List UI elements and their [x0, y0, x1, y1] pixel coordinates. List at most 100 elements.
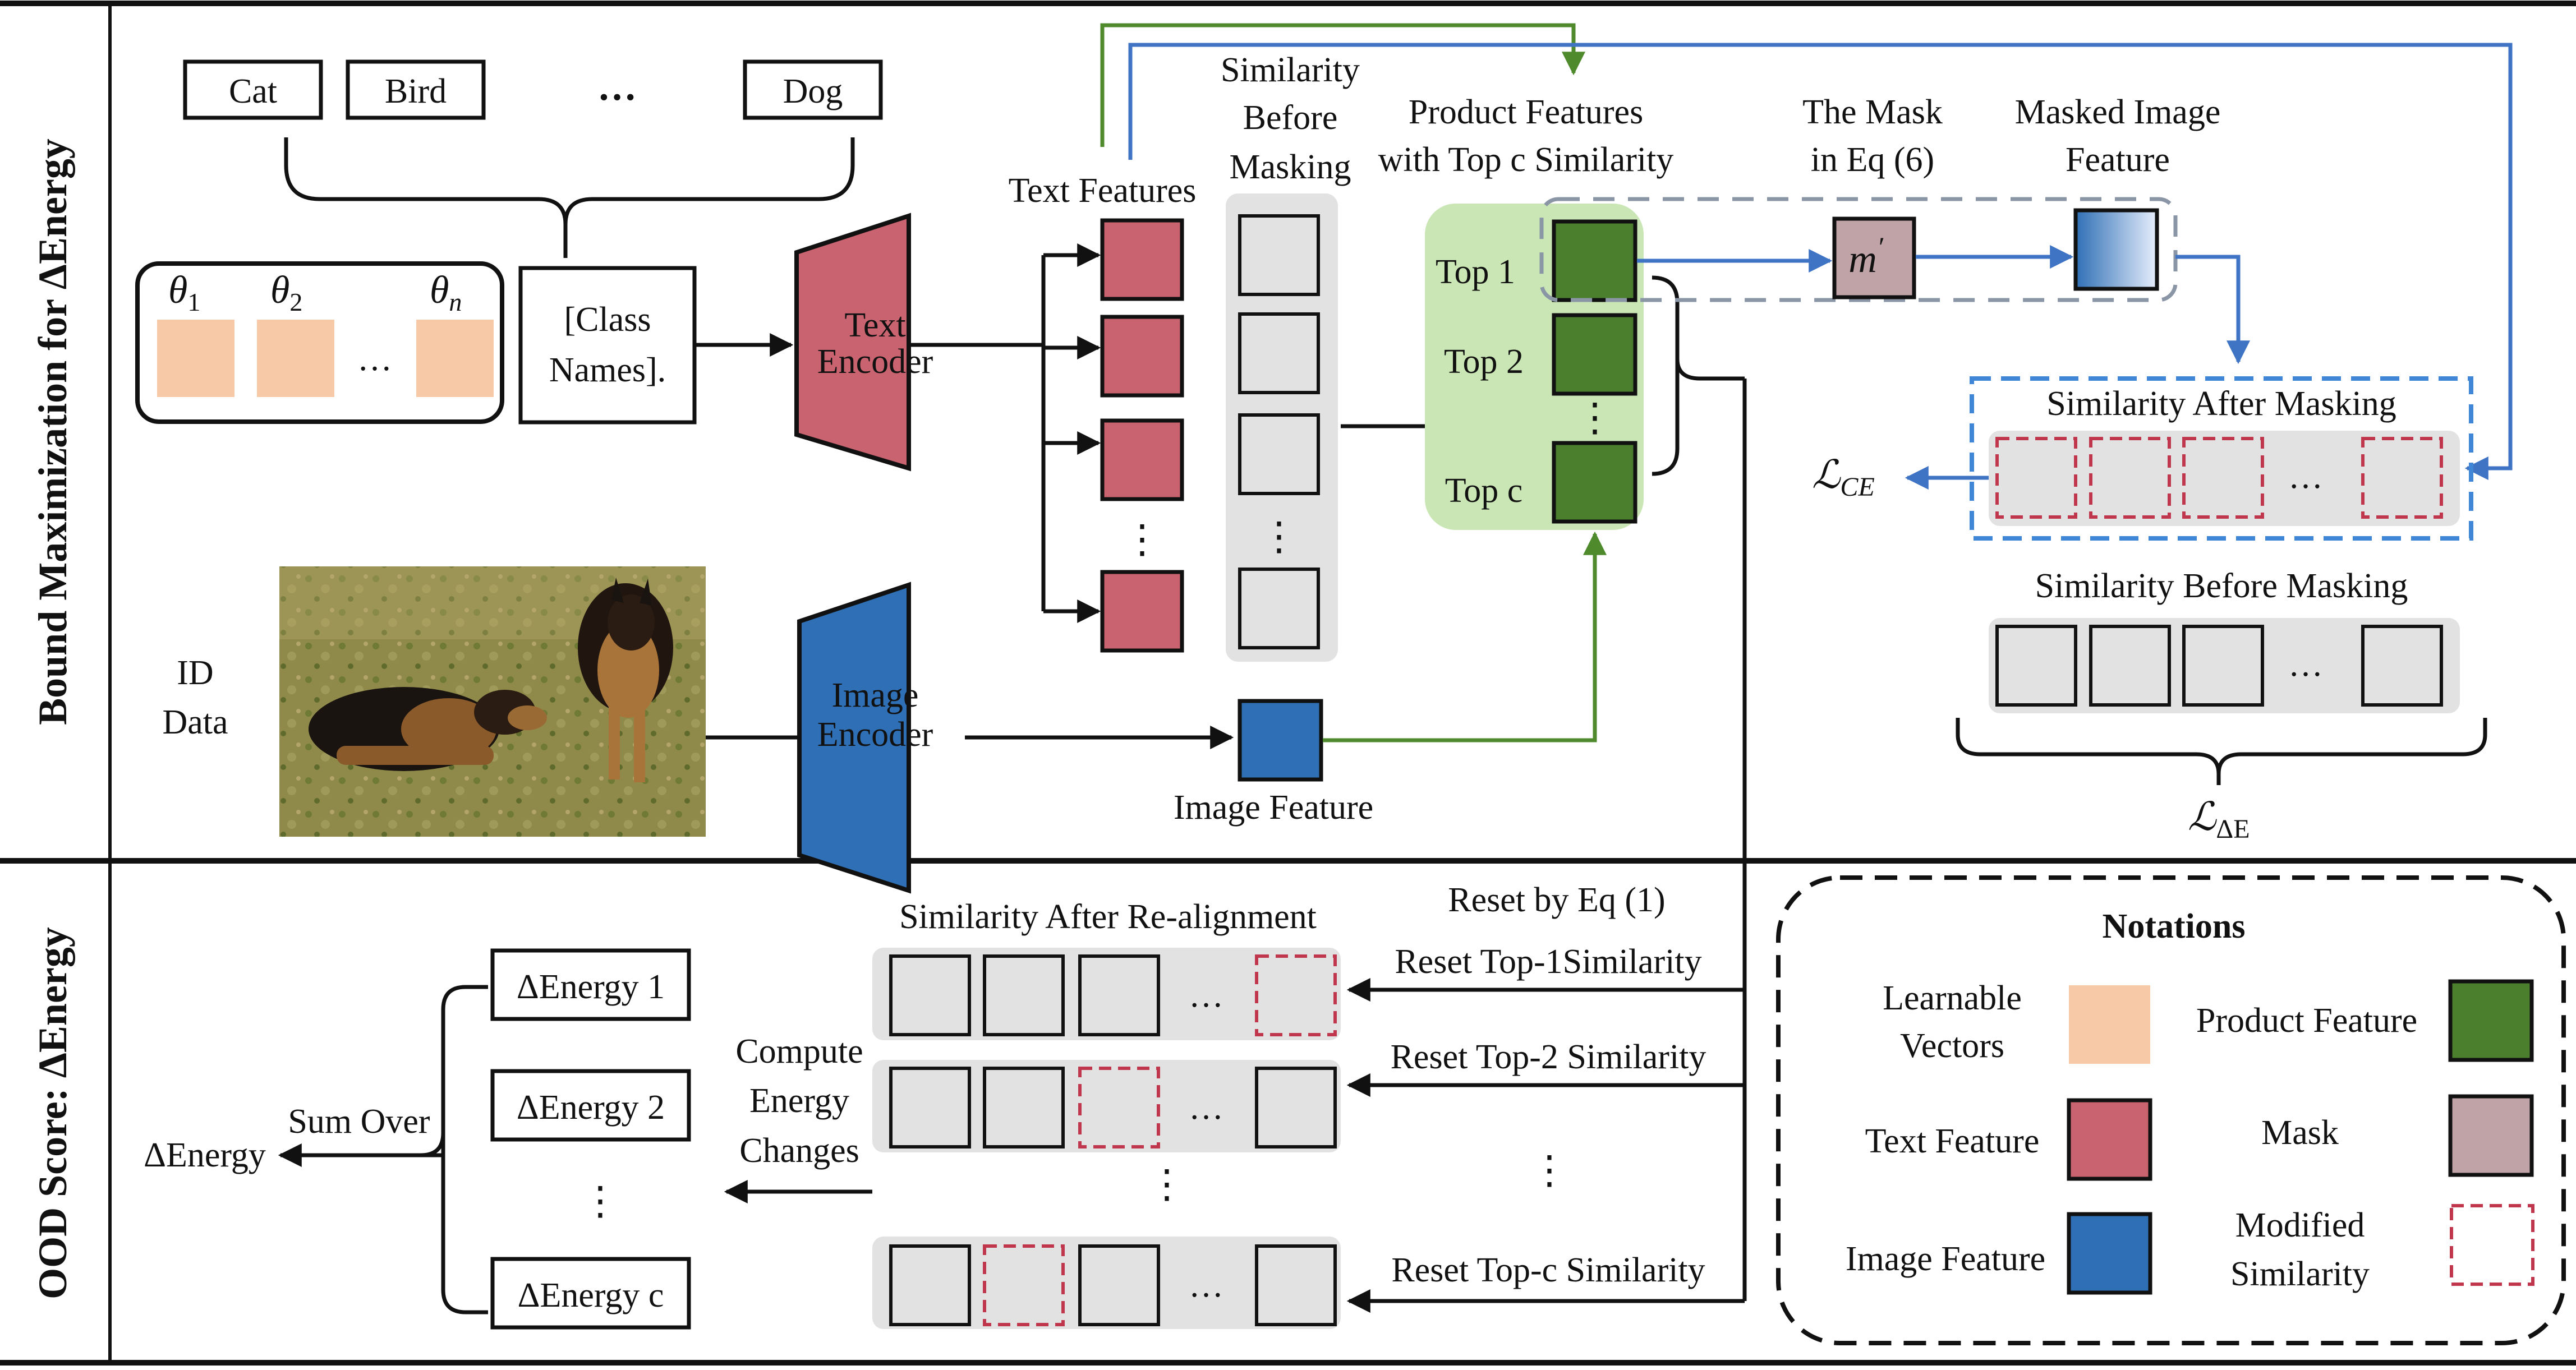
masked-label-line2: Feature	[2066, 141, 2170, 179]
text-features-label: Text Features	[1009, 172, 1197, 210]
realign-row1-cell-2	[983, 954, 1065, 1036]
id-data-image	[279, 566, 706, 837]
sim-before-cell-3	[1238, 413, 1320, 495]
text-feature-3	[1100, 418, 1184, 501]
energy-2-label: ΔEnergy 2	[517, 1088, 665, 1127]
top1-label: Top 1	[1436, 253, 1515, 291]
svg-text:ℒCE: ℒCE	[1812, 454, 1875, 502]
realign-rowc-ellipsis: …	[1189, 1266, 1223, 1304]
top2-label: Top 2	[1444, 343, 1524, 381]
text-encoder-line1: Text	[844, 306, 905, 344]
class-dog-label: Dog	[783, 72, 843, 110]
compute-line1: Compute	[735, 1032, 863, 1071]
text-feature-fanout	[1041, 243, 1101, 623]
text-encoder-line2: Encoder	[817, 343, 933, 381]
sim-before-row-ellipsis: …	[2288, 645, 2323, 684]
loss-de-sub: ΔE	[2216, 814, 2250, 844]
legend-modified-swatch	[2450, 1204, 2534, 1286]
realign-vdots: ⋮	[1147, 1163, 1186, 1206]
masked-label-line1: Masked Image	[2015, 93, 2221, 131]
class-brace	[284, 137, 855, 258]
image-encoder: Image Encoder	[797, 582, 933, 894]
product-brace	[1652, 275, 1745, 476]
mask-box	[1832, 216, 1916, 299]
product-label-line2: with Top c Similarity	[1378, 141, 1674, 179]
learnable-vector-1	[157, 320, 234, 397]
mask-prime: ′	[1877, 231, 1884, 262]
energy-box-c: ΔEnergy c	[490, 1257, 691, 1330]
text-feature-n	[1100, 570, 1184, 653]
class-dog-box: Dog	[743, 59, 883, 120]
sim-after-cell-1	[1995, 437, 2077, 519]
realign-rowc-cell-3	[1078, 1244, 1160, 1326]
section-title-top: Bound Maximization for ΔEnergy	[30, 139, 75, 725]
realign-rowc-cell-2	[983, 1244, 1065, 1326]
text-feature-1	[1100, 218, 1184, 301]
image-feature-label: Image Feature	[1174, 788, 1373, 827]
product-vdots: ⋮	[1575, 396, 1614, 440]
theta-2-symbol: θ	[270, 269, 289, 312]
realign-rowc-cell-n	[1255, 1244, 1337, 1326]
legend-learnable-line1: Learnable	[1883, 979, 2022, 1017]
section-title-bottom: OOD Score: ΔEnergy	[30, 927, 75, 1299]
legend-mask-swatch	[2448, 1094, 2534, 1177]
image-feature-box	[1238, 699, 1323, 782]
id-data-label-line2: Data	[162, 703, 228, 741]
sim-before-label-line1: Similarity	[1221, 51, 1360, 89]
delta-energy-output: ΔEnergy	[144, 1136, 266, 1174]
realign-row1-cell-1	[889, 954, 971, 1036]
theta-n-sub: n	[449, 288, 462, 316]
class-bird-label: Bird	[385, 72, 447, 110]
class-names-line2: Names].	[549, 351, 666, 389]
sim-before-vdots: ⋮	[1259, 515, 1299, 559]
legend-text-feature-swatch	[2067, 1098, 2152, 1181]
realign-row2-ellipsis: …	[1189, 1088, 1223, 1127]
realign-row1-cell-n	[1255, 954, 1337, 1036]
sim-before-row-cell-3	[2182, 625, 2264, 707]
mask-dashed-region	[1539, 197, 2178, 302]
sim-before-row-cell-n	[2361, 625, 2443, 707]
sim-after-ellipsis: …	[2288, 458, 2323, 496]
product-feature-top1	[1552, 219, 1637, 302]
reset-top1-label: Reset Top-1Similarity	[1395, 943, 1701, 981]
sim-before-label-line3: Masking	[1230, 148, 1351, 186]
green-arrow-text-to-product	[1100, 23, 1585, 147]
loss-ce-symbol: ℒ	[1812, 454, 1841, 497]
legend-image-feature-swatch	[2067, 1212, 2152, 1295]
product-feature-topc	[1552, 441, 1637, 524]
energy-vdots: ⋮	[581, 1180, 620, 1223]
legend-text-feature-label: Text Feature	[1865, 1122, 2040, 1160]
svg-text:m′: m′	[1848, 231, 1884, 281]
blue-arrow-text-to-after	[1128, 43, 2513, 480]
svg-text:θ1: θ1	[168, 269, 200, 316]
sum-over-label: Sum Over	[288, 1103, 430, 1141]
sim-after-cell-n	[2361, 437, 2443, 519]
sim-before-cell-2	[1238, 312, 1320, 394]
sim-after-masking-label: Similarity After Masking	[2046, 385, 2396, 423]
sim-before-row-cell-1	[1995, 625, 2077, 707]
text-encoder: Text Encoder	[794, 213, 933, 472]
sim-before-masking-label: Similarity Before Masking	[2035, 567, 2408, 605]
mask-label-line2: in Eq (6)	[1811, 141, 1934, 179]
class-cat-label: Cat	[229, 72, 277, 110]
legend-image-feature-label: Image Feature	[1846, 1240, 2045, 1278]
energy-1-label: ΔEnergy 1	[517, 968, 665, 1006]
class-ellipsis: …	[597, 66, 637, 109]
class-names-token-box: [Class Names].	[518, 266, 697, 425]
masked-image-feature-box	[2073, 208, 2159, 291]
class-bird-box: Bird	[346, 59, 486, 120]
compute-line2: Energy	[749, 1082, 849, 1120]
svg-text:θ2: θ2	[270, 269, 302, 316]
sim-after-masking-dashed	[1970, 376, 2473, 541]
image-encoder-line1: Image	[832, 676, 919, 714]
realign-row2-cell-3	[1078, 1067, 1160, 1148]
legend-learnable-line2: Vectors	[1900, 1027, 2004, 1065]
reset-topc-label: Reset Top-c Similarity	[1391, 1251, 1705, 1289]
realign-row2-cell-1	[889, 1067, 971, 1148]
text-feature-2	[1100, 315, 1184, 398]
sim-before-label-line2: Before	[1243, 99, 1338, 137]
realign-row2-cell-2	[983, 1067, 1065, 1148]
compute-line3: Changes	[739, 1132, 859, 1170]
loss-de-symbol: ℒ	[2188, 796, 2217, 839]
